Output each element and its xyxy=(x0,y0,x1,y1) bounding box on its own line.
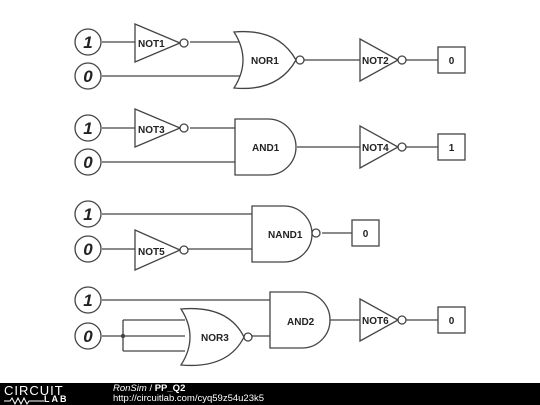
svg-text:0: 0 xyxy=(83,67,93,86)
footer-bar: CIRCUIT LAB RonSim / PP_Q2 http://circui… xyxy=(0,383,540,405)
author-link[interactable]: RonSim xyxy=(113,383,147,394)
not-gate-not1[interactable]: NOT1 xyxy=(134,23,189,63)
logo-text-bottom: LAB xyxy=(44,394,69,404)
path-separator: / xyxy=(149,383,153,394)
svg-text:0: 0 xyxy=(449,56,455,67)
gate-label: NAND1 xyxy=(268,230,303,241)
circuit-canvas: 1 0 NOT1 NOR1 NOT2 0 xyxy=(74,23,466,367)
gate-label: NOR1 xyxy=(251,56,279,67)
output-box-1: 0 xyxy=(437,46,466,74)
svg-text:0: 0 xyxy=(83,240,93,259)
gate-label: NOT4 xyxy=(362,143,389,154)
circuit-url[interactable]: http://circuitlab.com/cyq59z54u23k5 xyxy=(113,393,265,404)
svg-text:0: 0 xyxy=(83,327,93,346)
svg-text:0: 0 xyxy=(363,229,369,240)
not-gate-not4[interactable]: NOT4 xyxy=(359,124,407,170)
not-gate-not5[interactable]: NOT5 xyxy=(134,228,189,272)
circuitlab-logo[interactable]: CIRCUIT LAB xyxy=(4,383,96,405)
gate-label: NOT3 xyxy=(138,125,165,136)
row-2: 1 0 NOT3 AND1 NOT4 1 xyxy=(74,108,466,176)
input-3a[interactable]: 1 xyxy=(74,200,102,228)
svg-text:0: 0 xyxy=(83,153,93,172)
output-box-3: 0 xyxy=(351,219,380,247)
output-box-2: 1 xyxy=(437,133,466,161)
svg-text:1: 1 xyxy=(449,143,455,154)
output-box-4: 0 xyxy=(437,306,466,334)
svg-text:0: 0 xyxy=(449,316,455,327)
svg-text:1: 1 xyxy=(83,119,92,138)
junction-dot xyxy=(120,333,126,339)
row-4: 1 0 NOR3 AND2 NOT6 0 xyxy=(74,286,466,367)
gate-label: NOT5 xyxy=(138,247,165,258)
and-gate-and1[interactable]: AND1 xyxy=(234,118,297,176)
svg-text:1: 1 xyxy=(83,205,92,224)
circuit-title[interactable]: PP_Q2 xyxy=(154,383,186,394)
row-1: 1 0 NOT1 NOR1 NOT2 0 xyxy=(74,23,466,90)
input-2a[interactable]: 1 xyxy=(74,114,102,142)
input-1b[interactable]: 0 xyxy=(74,62,102,90)
gate-label: NOR3 xyxy=(201,333,229,344)
input-1a[interactable]: 1 xyxy=(74,28,102,56)
gate-label: NOT1 xyxy=(138,39,165,50)
circuit-meta: RonSim / PP_Q2 http://circuitlab.com/cyq… xyxy=(113,384,264,404)
input-4a[interactable]: 1 xyxy=(74,286,102,314)
gate-label: NOT2 xyxy=(362,56,389,67)
input-3b[interactable]: 0 xyxy=(74,235,102,263)
gate-label: AND1 xyxy=(252,143,280,154)
not-gate-not2[interactable]: NOT2 xyxy=(359,37,407,83)
gate-label: NOT6 xyxy=(362,316,389,327)
logo-text-top: CIRCUIT xyxy=(4,383,64,398)
not-gate-not6[interactable]: NOT6 xyxy=(359,297,407,343)
nand-gate-nand1[interactable]: NAND1 xyxy=(251,205,321,263)
resistor-squiggle-icon xyxy=(4,397,44,405)
input-4b[interactable]: 0 xyxy=(74,322,102,350)
not-gate-not3[interactable]: NOT3 xyxy=(134,108,189,148)
gate-label: AND2 xyxy=(287,317,315,328)
nor-gate-nor1[interactable]: NOR1 xyxy=(232,30,305,90)
svg-text:1: 1 xyxy=(83,291,92,310)
nor-gate-nor3[interactable]: NOR3 xyxy=(179,307,253,367)
and-gate-and2[interactable]: AND2 xyxy=(269,291,331,349)
input-2b[interactable]: 0 xyxy=(74,148,102,176)
svg-text:1: 1 xyxy=(83,33,92,52)
row-3: 1 0 NOT5 NAND1 0 xyxy=(74,200,380,272)
